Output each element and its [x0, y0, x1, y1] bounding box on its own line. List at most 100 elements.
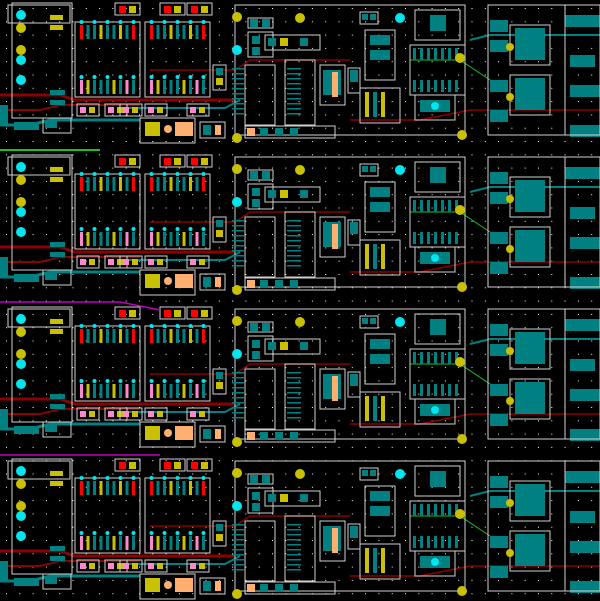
grid-dot	[45, 380, 47, 382]
grid-dot	[498, 287, 500, 289]
grid-dot	[272, 61, 273, 63]
grid-dot	[538, 313, 539, 315]
grid-dot	[311, 247, 313, 249]
grid-dot	[125, 593, 127, 595]
grid-dot	[471, 220, 473, 222]
grid-dot	[85, 526, 87, 528]
grid-dot	[32, 313, 34, 315]
grid-dot	[99, 74, 101, 76]
grid-dot	[6, 154, 7, 156]
grid-dot	[72, 127, 74, 129]
grid-dot	[591, 274, 593, 275]
grid-dot	[258, 141, 260, 142]
grid-dot	[272, 407, 273, 408]
grid-dot	[351, 420, 353, 422]
grid-dot	[311, 220, 313, 222]
grid-dot	[538, 127, 539, 129]
grid-dot	[538, 593, 539, 595]
grid-dot	[245, 313, 247, 315]
grid-dot	[511, 380, 513, 382]
grid-dot	[458, 194, 460, 196]
grid-dot	[458, 407, 460, 408]
grid-dot	[6, 393, 7, 395]
grid-dot	[484, 21, 486, 23]
grid-dot	[72, 579, 74, 581]
grid-dot	[484, 433, 486, 435]
grid-dot	[524, 141, 526, 142]
grid-dot	[338, 473, 340, 475]
grid-dot	[192, 553, 194, 555]
grid-dot	[19, 340, 21, 342]
grid-dot	[471, 8, 473, 9]
grid-dot	[458, 353, 460, 355]
grid-dot	[298, 500, 300, 502]
grid-dot	[418, 34, 420, 36]
grid-dot	[405, 500, 406, 502]
grid-dot	[19, 74, 21, 76]
grid-dot	[258, 274, 260, 275]
grid-dot	[511, 194, 513, 196]
grid-dot	[298, 433, 300, 435]
grid-dot	[325, 367, 327, 369]
grid-dot	[112, 593, 114, 595]
grid-dot	[59, 540, 61, 541]
grid-dot	[418, 353, 420, 355]
grid-dot	[311, 367, 313, 369]
grid-dot	[405, 540, 406, 541]
grid-dot	[125, 114, 127, 116]
grid-dot	[205, 247, 207, 249]
grid-dot	[418, 540, 420, 541]
grid-dot	[72, 433, 74, 435]
grid-dot	[152, 367, 154, 369]
grid-dot	[378, 433, 380, 435]
grid-dot	[325, 47, 327, 49]
grid-dot	[85, 566, 87, 568]
grid-dot	[551, 407, 553, 408]
grid-dot	[192, 47, 194, 49]
grid-dot	[551, 61, 553, 63]
grid-dot	[72, 407, 74, 408]
grid-dot	[192, 101, 194, 103]
grid-dot	[59, 486, 61, 488]
grid-dot	[338, 154, 340, 156]
grid-dot	[591, 154, 593, 156]
grid-dot	[245, 566, 247, 568]
grid-dot	[484, 593, 486, 595]
grid-dot	[378, 300, 380, 302]
grid-dot	[391, 526, 393, 528]
grid-dot	[418, 566, 420, 568]
grid-dot	[484, 180, 486, 182]
grid-dot	[258, 327, 260, 329]
grid-dot	[551, 194, 553, 196]
grid-dot	[112, 154, 114, 156]
grid-dot	[444, 367, 446, 369]
grid-dot	[85, 380, 87, 382]
grid-dot	[378, 61, 380, 63]
grid-dot	[32, 74, 34, 76]
grid-dot	[59, 87, 61, 89]
grid-dot	[245, 407, 247, 408]
grid-dot	[591, 420, 593, 422]
grid-dot	[112, 500, 114, 502]
grid-dot	[85, 553, 87, 555]
grid-dot	[19, 553, 21, 555]
grid-dot	[6, 61, 7, 63]
grid-dot	[125, 513, 127, 515]
grid-dot	[298, 393, 300, 395]
grid-dot	[205, 87, 207, 89]
grid-dot	[19, 566, 21, 568]
grid-dot	[444, 380, 446, 382]
grid-dot	[551, 473, 553, 475]
grid-dot	[32, 87, 34, 89]
grid-dot	[232, 486, 234, 488]
grid-dot	[285, 300, 287, 302]
grid-dot	[391, 74, 393, 76]
grid-dot	[391, 287, 393, 289]
grid-dot	[258, 207, 260, 209]
grid-dot	[298, 380, 300, 382]
grid-dot	[484, 220, 486, 222]
grid-dot	[232, 127, 234, 129]
grid-dot	[72, 194, 74, 196]
grid-dot	[178, 407, 180, 408]
